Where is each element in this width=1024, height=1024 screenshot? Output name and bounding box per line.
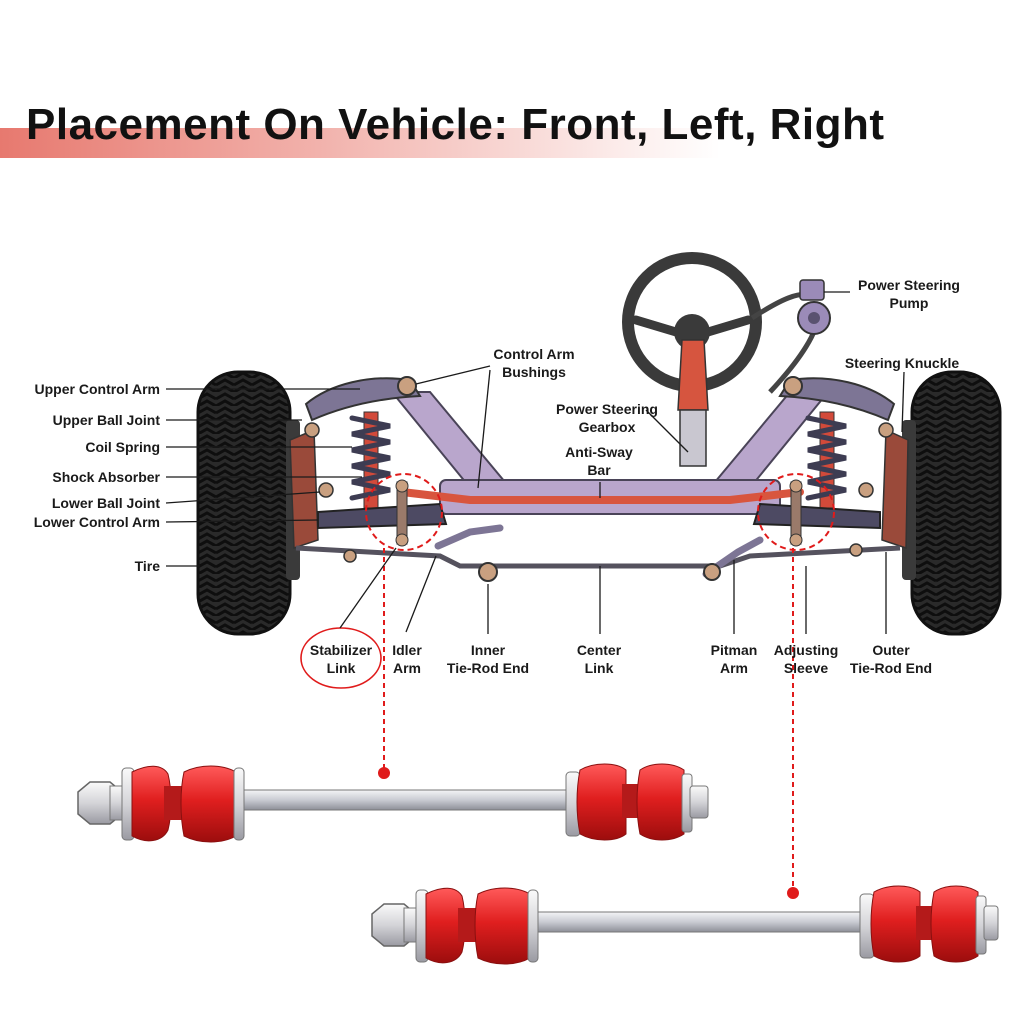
left-stabilizer-link-part bbox=[395, 479, 409, 547]
label-lower-control-arm: Lower Control Arm bbox=[34, 514, 160, 530]
label-inner-tie-rod-end-line1: Inner bbox=[471, 642, 506, 658]
label-upper-control-arm: Upper Control Arm bbox=[35, 381, 160, 397]
label-coil-spring: Coil Spring bbox=[85, 439, 160, 455]
label-idler-arm-line1: Idler bbox=[392, 642, 422, 658]
label-pitman-arm-line1: Pitman bbox=[711, 642, 758, 658]
left-coil-spring bbox=[349, 411, 391, 509]
label-shock-absorber: Shock Absorber bbox=[52, 469, 160, 485]
label-stabilizer-link-line1: Stabilizer bbox=[310, 642, 373, 658]
label-adjusting-sleeve-line1: Adjusting bbox=[774, 642, 839, 658]
center-link-joint bbox=[703, 563, 721, 581]
outer-tie-rod-end-part-left bbox=[343, 549, 357, 563]
page-title: Placement On Vehicle: Front, Left, Right bbox=[26, 100, 885, 149]
left-upper-ball-joint bbox=[304, 422, 320, 438]
label-center-link-line1: Center bbox=[577, 642, 622, 658]
left-pointer-dot bbox=[378, 767, 390, 779]
stabilizer-link-label-highlight bbox=[300, 627, 382, 689]
right-stabilizer-link-part bbox=[789, 479, 803, 547]
label-tire: Tire bbox=[135, 558, 161, 574]
label-power-steering-gearbox-line1: Power Steering bbox=[556, 401, 658, 417]
right-upper-control-arm bbox=[778, 377, 896, 422]
right-lower-control-arm bbox=[752, 502, 881, 530]
label-center-link-line2: Link bbox=[585, 660, 614, 676]
right-control-arm-bushing bbox=[783, 376, 803, 396]
steering-column bbox=[677, 339, 709, 411]
label-power-steering-pump-line1: Power Steering bbox=[858, 277, 960, 293]
left-steering-knuckle bbox=[289, 428, 319, 550]
right-tire bbox=[902, 370, 1002, 636]
left-tire bbox=[196, 370, 300, 636]
stabilizer-link-product-2 bbox=[371, 885, 999, 965]
label-lower-ball-joint: Lower Ball Joint bbox=[52, 495, 160, 511]
tie-rod-assembly bbox=[295, 545, 901, 569]
left-lower-ball-joint bbox=[318, 482, 334, 498]
power-steering-gearbox-part bbox=[679, 409, 707, 467]
label-steering-knuckle: Steering Knuckle bbox=[845, 355, 960, 371]
outer-tie-rod-end-part-right bbox=[849, 543, 863, 557]
label-outer-tie-rod-end-line2: Tie-Rod End bbox=[850, 660, 932, 676]
power-steering-pump-part bbox=[797, 279, 831, 335]
label-outer-tie-rod-end-line1: Outer bbox=[872, 642, 910, 658]
right-lower-ball-joint bbox=[858, 482, 874, 498]
label-control-arm-bushings-line1: Control Arm bbox=[493, 346, 574, 362]
title-highlight-bar bbox=[0, 128, 720, 158]
leader-lines bbox=[165, 291, 905, 634]
stabilizer-link-product-1 bbox=[77, 763, 709, 843]
right-highlight-circle bbox=[757, 473, 835, 551]
right-upper-ball-joint bbox=[878, 422, 894, 438]
label-inner-tie-rod-end-line2: Tie-Rod End bbox=[447, 660, 529, 676]
right-pointer-dot bbox=[787, 887, 799, 899]
right-coil-spring bbox=[805, 411, 847, 509]
label-stabilizer-link-line2: Link bbox=[327, 660, 356, 676]
label-pitman-arm-line2: Arm bbox=[720, 660, 748, 676]
label-adjusting-sleeve-line2: Sleeve bbox=[784, 660, 829, 676]
right-steering-knuckle bbox=[881, 428, 909, 550]
label-power-steering-gearbox-line2: Gearbox bbox=[579, 419, 636, 435]
label-power-steering-pump-line2: Pump bbox=[890, 295, 929, 311]
label-anti-sway-bar-line1: Anti-Sway bbox=[565, 444, 633, 460]
left-lower-control-arm bbox=[317, 502, 448, 530]
label-idler-arm-line2: Arm bbox=[393, 660, 421, 676]
left-highlight-circle bbox=[365, 473, 443, 551]
label-upper-ball-joint: Upper Ball Joint bbox=[53, 412, 161, 428]
idler-arm-part bbox=[434, 524, 504, 550]
label-control-arm-bushings-line2: Bushings bbox=[502, 364, 566, 380]
left-control-arm-bushing bbox=[397, 376, 417, 396]
label-anti-sway-bar-line2: Bar bbox=[587, 462, 611, 478]
inner-tie-rod-end-part bbox=[478, 562, 498, 582]
anti-sway-bar bbox=[398, 488, 804, 504]
